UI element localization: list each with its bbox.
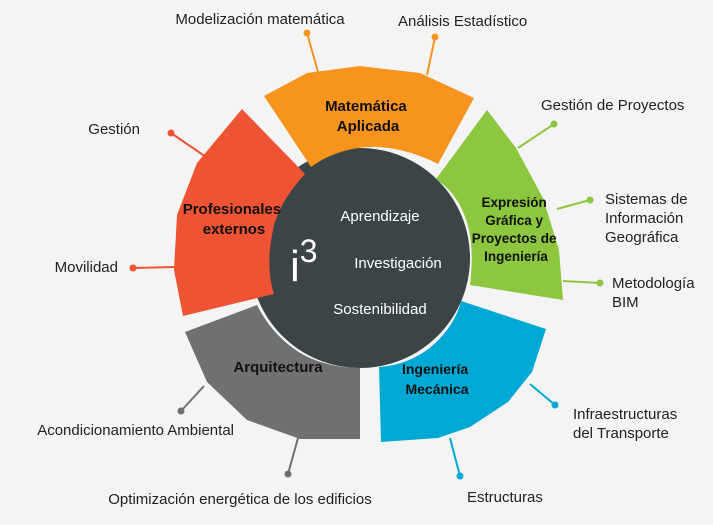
connector-gestion	[170, 132, 207, 158]
connector-dot-modelizacion	[303, 29, 311, 37]
segment-matematica-aplicada[interactable]	[264, 66, 474, 167]
connector-optimizacion	[287, 437, 299, 475]
label-line: Ingeniería	[402, 361, 468, 377]
ext-label-modelizacion: Modelización matemática	[175, 11, 345, 28]
segment-labels: Matemática Aplicada Expresión Gráfica y …	[183, 98, 561, 397]
ext-label-infraestructuras: Infraestructuras del Transporte	[573, 406, 678, 442]
connector-sig	[556, 199, 591, 210]
hub-text: i3 Aprendizaje Investigación Sostenibili…	[290, 208, 442, 318]
hub-word-investigacion: Investigación	[354, 255, 442, 272]
ext-label-gestion: Gestión	[88, 121, 140, 138]
logo-exponent: 3	[300, 233, 318, 269]
connector-modelizacion	[306, 32, 319, 73]
ext-label-optimizacion: Optimización energética de los edificios	[108, 491, 372, 508]
connector-dot-bim	[596, 279, 604, 287]
connector-dot-movilidad	[129, 264, 137, 272]
segment-expresion-grafica[interactable]	[436, 110, 563, 300]
connector-dot-analisis	[431, 33, 439, 41]
segments-group	[174, 66, 563, 442]
label-line: Gráfica y	[485, 213, 543, 228]
label-line: Profesionales	[183, 201, 281, 218]
connector-dot-gestion	[167, 129, 175, 137]
connector-bim	[562, 280, 601, 284]
connector-analisis	[426, 36, 436, 76]
label-profesionales-externos: Profesionales externos	[183, 201, 286, 238]
logo-base: i	[290, 242, 300, 291]
connector-dot-optimizacion	[284, 470, 292, 478]
segment-arquitectura[interactable]	[185, 305, 360, 439]
logo-i3: i3	[290, 233, 318, 291]
ext-label-sig: Sistemas de Información Geográfica	[605, 191, 688, 246]
segment-ingenieria-mecanica[interactable]	[379, 301, 546, 442]
center-hub	[281, 175, 447, 341]
connector-estructuras	[449, 437, 461, 477]
label-line: Expresión	[481, 195, 546, 210]
label-arquitectura: Arquitectura	[233, 359, 323, 376]
connector-acondicionamiento	[180, 385, 205, 412]
label-line: Ingeniería	[484, 249, 548, 264]
hub-word-aprendizaje: Aprendizaje	[340, 208, 419, 225]
hub-word-sostenibilidad: Sostenibilidad	[333, 301, 426, 318]
connector-dot-gestion-proyectos	[550, 120, 558, 128]
label-expresion-grafica: Expresión Gráfica y Proyectos de Ingenie…	[472, 195, 561, 264]
connector-dot-sig	[586, 196, 594, 204]
ext-label-gestion-proyectos: Gestión de Proyectos	[541, 97, 685, 114]
connector-dot-infraestructuras	[551, 401, 559, 409]
label-line: externos	[203, 221, 266, 238]
label-line: Mecánica	[405, 381, 468, 397]
ext-label-movilidad: Movilidad	[54, 259, 118, 276]
label-line: Proyectos de	[472, 231, 557, 246]
segment-profesionales-externos[interactable]	[174, 109, 305, 316]
label-matematica-aplicada: Matemática Aplicada	[325, 98, 411, 135]
connector-infraestructuras	[529, 383, 556, 406]
label-line: Aplicada	[337, 118, 400, 135]
connector-gestion-proyectos	[517, 123, 555, 149]
connector-lines	[129, 29, 604, 480]
ext-label-bim: Metodología BIM	[612, 275, 695, 311]
ext-label-analisis: Análisis Estadístico	[398, 13, 528, 30]
connector-movilidad	[132, 266, 177, 269]
connector-dot-acondicionamiento	[177, 407, 185, 415]
ext-label-estructuras: Estructuras	[467, 489, 543, 506]
label-ingenieria-mecanica: Ingeniería Mecánica	[402, 361, 472, 397]
connector-dot-estructuras	[456, 472, 464, 480]
label-line: Matemática	[325, 98, 407, 115]
ext-label-acondicionamiento: Acondicionamiento Ambiental	[37, 422, 234, 439]
label-line: Arquitectura	[233, 359, 323, 376]
